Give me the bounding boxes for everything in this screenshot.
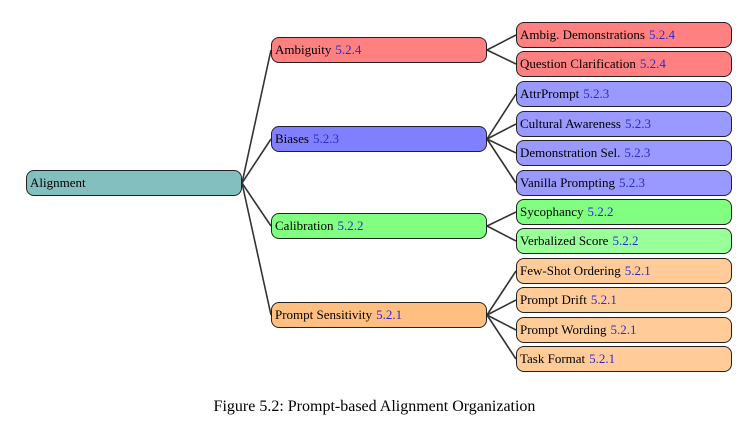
node-label: AttrPrompt [520, 86, 580, 101]
figure-caption: Figure 5.2: Prompt-based Alignment Organ… [213, 398, 536, 415]
node-label: Demonstration Sel. [520, 145, 621, 160]
node-label: Prompt Sensitivity [275, 307, 373, 322]
node-label: Ambig. Demonstrations [520, 27, 645, 42]
node-label: Sycophancy [520, 204, 584, 219]
edge-1-0 [486, 93, 517, 140]
edge-0-0 [486, 34, 517, 51]
section-ref: 5.2.2 [612, 233, 639, 248]
section-ref: 5.2.1 [624, 263, 651, 278]
section-ref: 5.2.4 [639, 56, 666, 71]
edge-2-1 [486, 225, 517, 242]
section-ref: 5.2.2 [337, 218, 364, 233]
edge-1-1 [486, 123, 517, 140]
edge-root-3 [241, 182, 272, 316]
section-ref: 5.2.3 [624, 116, 651, 131]
section-ref: 5.2.1 [376, 307, 403, 322]
node-label: Vanilla Prompting [520, 175, 615, 190]
node-label: Alignment [30, 175, 86, 190]
edge-0-1 [486, 49, 517, 65]
section-ref: 5.2.2 [587, 204, 614, 219]
edge-3-0 [486, 270, 517, 316]
node-label: Few-Shot Ordering [520, 263, 621, 278]
node-alignment: Alignment [26, 170, 242, 196]
edge-root-2 [241, 182, 272, 227]
node-label: Calibration [275, 218, 334, 233]
node-label: Biases [275, 131, 309, 146]
node-label: Verbalized Score [520, 233, 609, 248]
edge-3-3 [486, 314, 517, 360]
node-label: Task Format [520, 351, 586, 366]
edge-2-0 [486, 211, 517, 227]
section-ref: 5.2.4 [335, 42, 362, 57]
section-ref: 5.2.1 [610, 322, 637, 337]
section-ref: 5.2.3 [618, 175, 645, 190]
node-label: Ambiguity [275, 42, 332, 57]
edge-root-1 [241, 138, 272, 184]
edge-3-1 [486, 299, 517, 316]
node-label: Question Clarification [520, 56, 636, 71]
edge-root-0 [241, 49, 272, 184]
section-ref: 5.2.1 [589, 351, 616, 366]
edge-1-2 [486, 138, 517, 154]
section-ref: 5.2.1 [590, 292, 617, 307]
node-demonstration-sel: Demonstration Sel.5.2.3 [516, 140, 732, 166]
edge-3-2 [486, 314, 517, 331]
section-ref: 5.2.3 [312, 131, 339, 146]
node-label: Prompt Drift [520, 292, 587, 307]
node-label: Prompt Wording [520, 322, 607, 337]
edge-1-3 [486, 138, 517, 184]
node-label: Cultural Awareness [520, 116, 621, 131]
section-ref: 5.2.3 [583, 86, 610, 101]
section-ref: 5.2.4 [648, 27, 675, 42]
section-ref: 5.2.3 [624, 145, 651, 160]
